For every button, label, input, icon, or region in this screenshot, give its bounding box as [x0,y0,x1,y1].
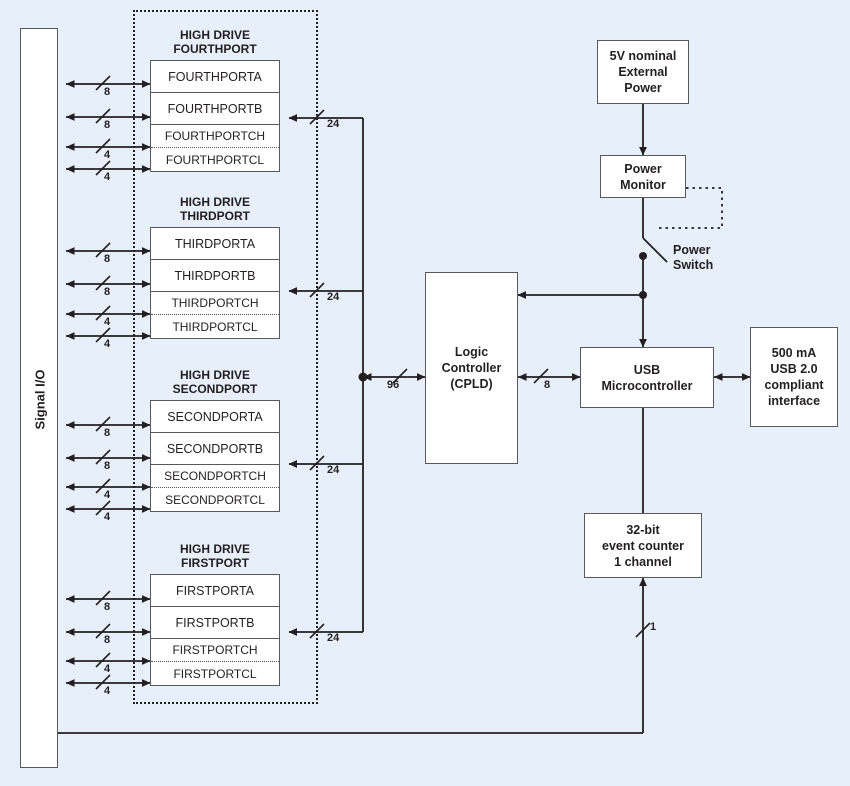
port-box: SECONDPORTA SECONDPORTB SECONDPORTCH SEC… [150,400,280,512]
event-counter-block[interactable]: 32-bit event counter 1 channel [584,513,702,578]
port-row-cl[interactable]: FOURTHPORTCL [151,148,279,171]
bus-width-firstport-ch: 4 [104,663,111,675]
bus-width-firstport-group: 24 [327,632,340,644]
bus-width-secondport-a: 8 [104,427,111,439]
port-group-title: HIGH DRIVE THIRDPORT [179,195,250,223]
bus-width-fourthport-cl: 4 [104,171,111,183]
bus-width-firstport-a: 8 [104,601,111,613]
port-row-a[interactable]: SECONDPORTA [151,401,279,433]
power-monitor-block[interactable]: Power Monitor [600,155,686,198]
port-group-title: HIGH DRIVE FOURTHPORT [173,28,257,56]
bus-width-fourthport-b: 8 [104,119,111,131]
port-row-b[interactable]: SECONDPORTB [151,433,279,465]
power-switch-label: Power Switch [673,243,714,272]
port-group-thirdport: HIGH DRIVE THIRDPORT THIRDPORTA THIRDPOR… [150,195,280,339]
port-group-title: HIGH DRIVE SECONDPORT [172,368,258,396]
port-row-b[interactable]: FIRSTPORTB [151,607,279,639]
signal-io-bar: Signal I/O [20,28,58,768]
bus-width-firstport-b: 8 [104,634,111,646]
bus-width-firstport-cl: 4 [104,685,111,697]
bus-width-secondport-cl: 4 [104,511,111,523]
port-group-title: HIGH DRIVE FIRSTPORT [179,542,250,570]
bus-width-thirdport-cl: 4 [104,338,111,350]
bus-width-thirdport-a: 8 [104,253,111,265]
port-row-cl[interactable]: THIRDPORTCL [151,315,279,338]
port-row-ch[interactable]: SECONDPORTCH [151,465,279,488]
port-row-b[interactable]: THIRDPORTB [151,260,279,292]
signal-io-label: Signal I/O [32,369,48,429]
bus-width-fourthport-a: 8 [104,86,111,98]
logic-controller-block[interactable]: Logic Controller (CPLD) [425,272,518,464]
port-row-cl[interactable]: FIRSTPORTCL [151,662,279,685]
port-group-fourthport: HIGH DRIVE FOURTHPORT FOURTHPORTA FOURTH… [150,28,280,172]
port-row-ch[interactable]: FIRSTPORTCH [151,639,279,662]
bus-width-thirdport-b: 8 [104,286,111,298]
bus-width-secondport-b: 8 [104,460,111,472]
bus-width-trunk-to-cpld: 96 [387,379,400,391]
bus-width-thirdport-ch: 4 [104,316,111,328]
usb-interface-block[interactable]: 500 mA USB 2.0 compliant interface [750,327,838,427]
port-box: THIRDPORTA THIRDPORTB THIRDPORTCH THIRDP… [150,227,280,339]
port-row-a[interactable]: FIRSTPORTA [151,575,279,607]
bus-width-thirdport-group: 24 [327,291,340,303]
bus-width-cpld-to-usb: 8 [544,379,551,391]
port-row-ch[interactable]: FOURTHPORTCH [151,125,279,148]
port-row-ch[interactable]: THIRDPORTCH [151,292,279,315]
port-group-secondport: HIGH DRIVE SECONDPORT SECONDPORTA SECOND… [150,368,280,512]
port-row-cl[interactable]: SECONDPORTCL [151,488,279,511]
port-box: FIRSTPORTA FIRSTPORTB FIRSTPORTCH FIRSTP… [150,574,280,686]
bus-width-counter-input: 1 [650,621,657,633]
bus-width-fourthport-group: 24 [327,118,340,130]
port-row-a[interactable]: FOURTHPORTA [151,61,279,93]
bus-width-secondport-group: 24 [327,464,340,476]
high-drive-ports-enclosure [133,10,318,704]
port-box: FOURTHPORTA FOURTHPORTB FOURTHPORTCH FOU… [150,60,280,172]
external-power-block[interactable]: 5V nominal External Power [597,40,689,104]
port-group-firstport: HIGH DRIVE FIRSTPORT FIRSTPORTA FIRSTPOR… [150,542,280,686]
port-row-a[interactable]: THIRDPORTA [151,228,279,260]
usb-microcontroller-block[interactable]: USB Microcontroller [580,347,714,408]
bus-width-fourthport-ch: 4 [104,149,111,161]
port-row-b[interactable]: FOURTHPORTB [151,93,279,125]
bus-width-secondport-ch: 4 [104,489,111,501]
